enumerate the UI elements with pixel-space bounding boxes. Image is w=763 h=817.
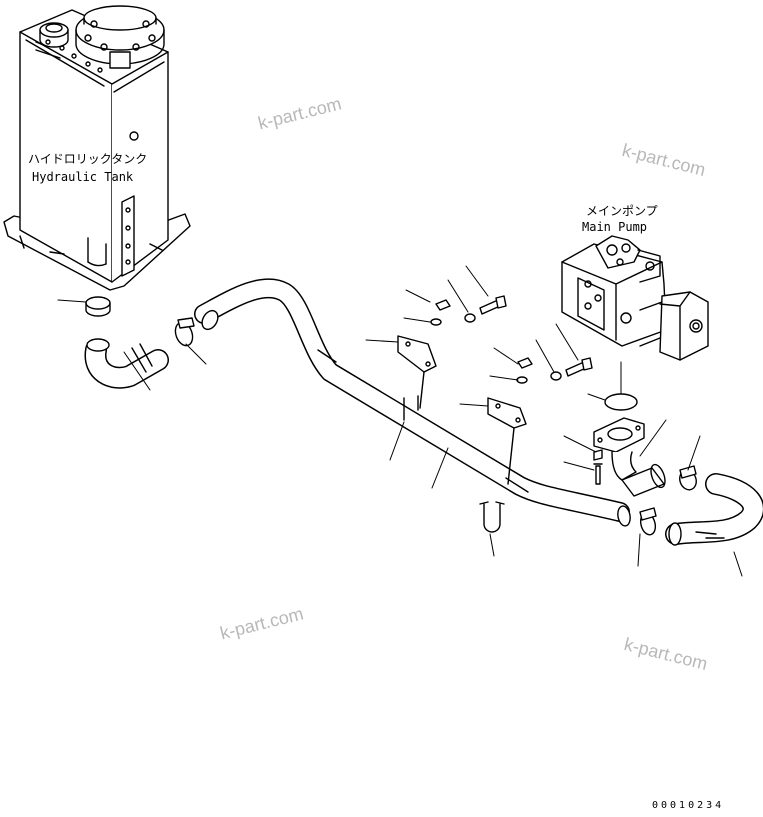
- main-pump-label-en: Main Pump: [582, 220, 648, 234]
- o-ring: [604, 393, 638, 411]
- drawing-code: 00010234: [652, 800, 725, 811]
- flange-elbow-drawing: [593, 417, 666, 497]
- bracket-lower: [487, 357, 593, 485]
- main-suction-pipe: [194, 278, 631, 527]
- main-pump-label-jp: メインポンプ: [586, 204, 658, 218]
- leader-lines: [57, 265, 743, 577]
- u-bolt: [479, 501, 505, 533]
- tank-side-hose: [84, 338, 169, 389]
- hydraulic-tank-drawing: [3, 5, 191, 291]
- hydraulic-tank-label-en: Hydraulic Tank: [32, 170, 134, 184]
- main-pump-drawing: [561, 235, 709, 361]
- hydraulic-tank-label-jp: ハイドロリックタンク: [28, 152, 148, 166]
- pump-side-hose: [665, 473, 763, 546]
- hose-clamps: [85, 296, 697, 536]
- bracket-upper: [397, 295, 507, 421]
- flange-bolts: [593, 449, 603, 485]
